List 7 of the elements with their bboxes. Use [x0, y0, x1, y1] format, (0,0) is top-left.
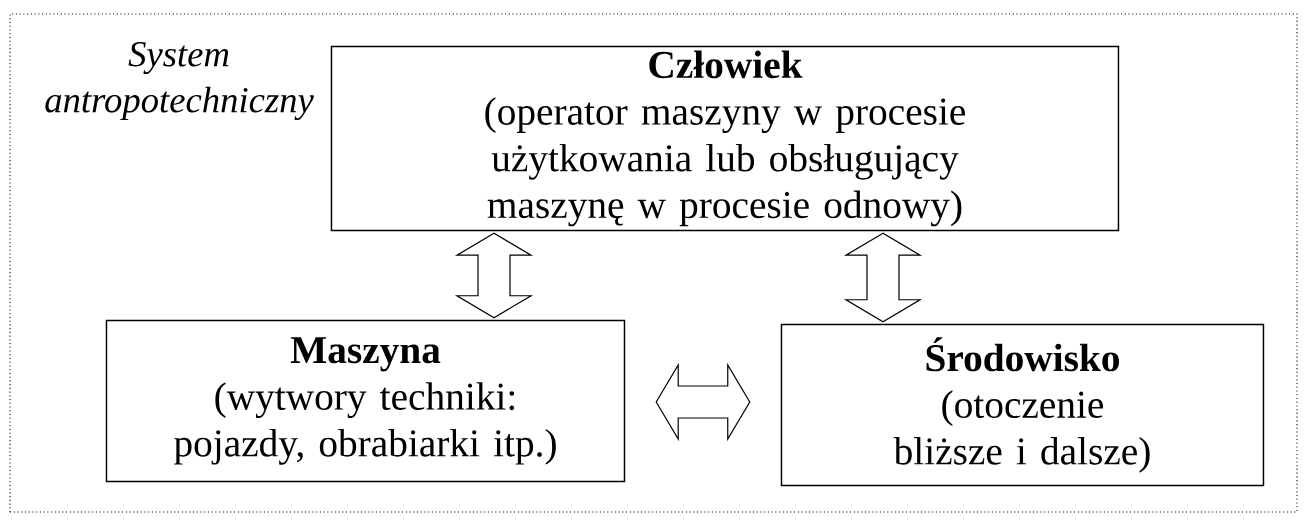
process-box: Środowisko (otoczenie bliższe i dalsze): [780, 323, 1265, 487]
process-box: Człowiek (operator maszyny w procesie użytkowania lub obsługujący maszynę w procesie odnowy): [330, 45, 1120, 232]
process-box: Maszyna (wytwory techniki: pojazdy, obrabiarki itp.): [105, 319, 626, 483]
double-arrow: [655, 362, 751, 442]
heading: System antropotechniczny: [45, 41, 314, 121]
double-arrow: [454, 232, 534, 319]
double-arrow: [843, 232, 923, 323]
